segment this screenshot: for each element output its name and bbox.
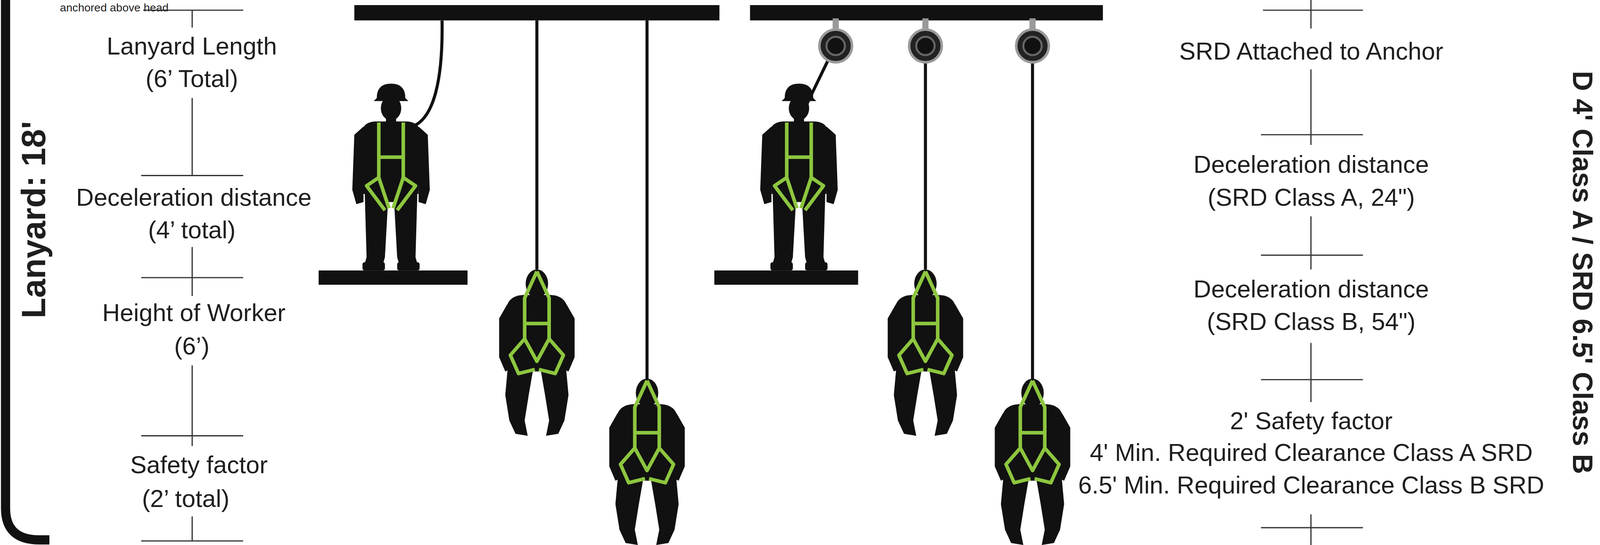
vertical-title: D 4' Class A / SRD 6.5' Class B — [1567, 70, 1599, 475]
anchor-beam — [354, 5, 720, 21]
dimension-label: 2' Safety factor — [1229, 406, 1393, 434]
anchor-beam — [750, 5, 1104, 21]
dimension-value: (4’ total) — [148, 216, 236, 244]
dimension-value: (6’) — [174, 332, 210, 360]
dimension-label: Deceleration distance — [1193, 275, 1430, 303]
dimension-value: (SRD Class B, 54") — [1206, 307, 1416, 335]
dimension-label: Deceleration distance — [75, 183, 312, 211]
dimension-label: 6.5' Min. Required Clearance Class B SRD — [1078, 471, 1545, 499]
vertical-title: Lanyard: 18' — [15, 120, 53, 318]
srd-device — [819, 18, 1050, 63]
dimension-label: Safety factor — [130, 450, 268, 478]
note-text: anchored above head — [59, 2, 169, 15]
dimension-label: Lanyard Length — [106, 32, 277, 60]
platform — [714, 270, 859, 285]
dimension-label: Height of Worker — [102, 298, 286, 326]
dimension-label: Deceleration distance — [1193, 150, 1430, 178]
platform — [318, 270, 468, 285]
dimension-value: (6’ Total) — [145, 65, 239, 93]
dimension-label: SRD Attached to Anchor — [1179, 37, 1443, 65]
dimension-label: 4' Min. Required Clearance Class A SRD — [1089, 438, 1533, 466]
dimension-value: (2’ total) — [141, 484, 230, 512]
dimension-value: (SRD Class A, 24") — [1207, 183, 1415, 211]
worker-figure — [352, 83, 1071, 545]
